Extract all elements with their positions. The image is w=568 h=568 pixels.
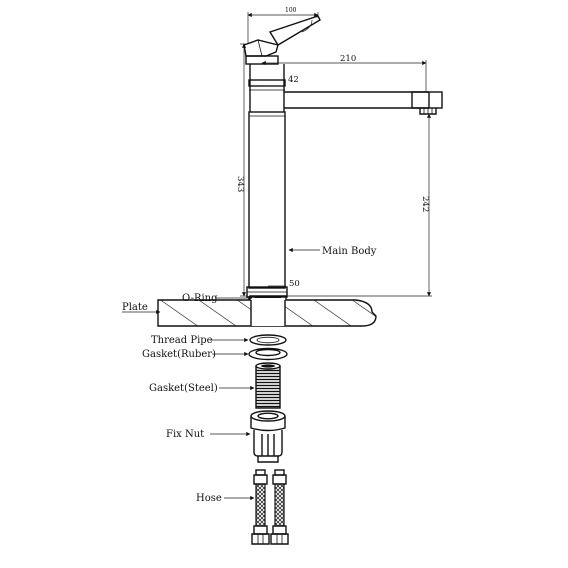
gasket-steel-part — [255, 362, 281, 409]
dim-joint-height: 42 — [288, 75, 299, 85]
dim-spout-reach: 210 — [340, 54, 356, 64]
plate-section — [157, 295, 377, 327]
dim-spout-height: 242 — [420, 196, 430, 212]
leader-lines — [122, 247, 320, 501]
label-main-body: Main Body — [322, 246, 377, 257]
label-fix-nut: Fix Nut — [166, 429, 204, 440]
dim-handle-length: 100 — [285, 7, 297, 14]
dim-base-diameter: 50 — [289, 279, 300, 289]
fix-nut-part — [250, 410, 286, 463]
label-gasket-steel: Gasket(Steel) — [149, 383, 218, 394]
label-o-ring: O-Ring — [182, 293, 218, 304]
label-thread-pipe: Thread Pipe — [151, 335, 213, 346]
dimension-lines — [240, 12, 432, 297]
label-gasket-ruber: Gasket(Ruber) — [142, 349, 216, 360]
gasket-ruber-part — [248, 347, 288, 361]
hose-part — [251, 469, 289, 545]
thread-pipe-part — [249, 334, 287, 346]
label-hose: Hose — [196, 493, 222, 504]
dim-total-height: 343 — [235, 176, 245, 192]
label-plate: Plate — [122, 302, 148, 313]
